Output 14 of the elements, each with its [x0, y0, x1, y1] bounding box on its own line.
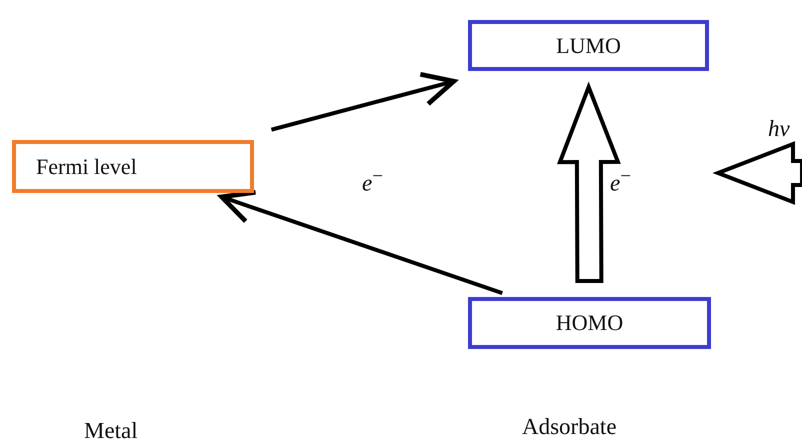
level-label: HOMO: [556, 310, 624, 336]
level-label: LUMO: [556, 32, 621, 58]
level-box: [468, 297, 711, 349]
text-label: e$^{−}$: [610, 166, 632, 197]
level-box: [468, 20, 709, 71]
text-label: Adsorbate: [522, 414, 617, 440]
arrow: [270, 72, 456, 132]
arrow: [219, 190, 503, 295]
level-box: [12, 140, 254, 193]
text-label: Metal: [84, 418, 138, 441]
text-label: hv: [768, 116, 790, 142]
level-label: Fermi level: [36, 154, 137, 180]
text-label: e$^{−}$: [362, 166, 384, 197]
hollow-arrow: [557, 81, 621, 284]
